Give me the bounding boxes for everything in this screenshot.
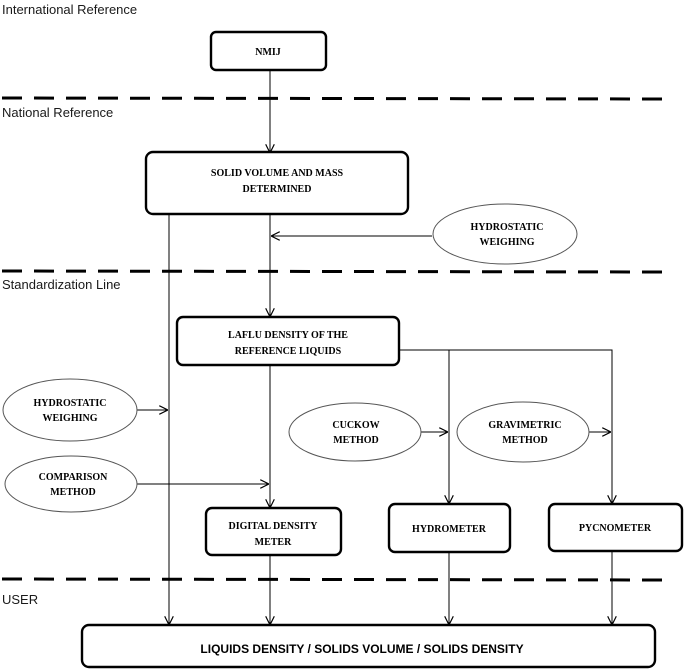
separator-national-standardization — [1, 269, 671, 274]
nmij-box: NMIJ — [209, 30, 328, 72]
digital-density-meter-label-line2: METER — [255, 537, 292, 548]
hydrometer-box: HYDROMETER — [387, 502, 512, 554]
hydrostatic-weighing-oval-top-shape — [432, 203, 578, 265]
result-box-label: LIQUIDS DENSITY / SOLIDS VOLUME / SOLIDS… — [200, 642, 523, 656]
pycnometer-box-shape — [547, 502, 684, 553]
gravimetric-method-line2: METHOD — [502, 435, 548, 446]
comparison-method-line2: METHOD — [50, 487, 96, 498]
hydrostatic-weighing-top-line1: HYDROSTATIC — [471, 222, 544, 233]
solid-volume-mass-box-shape — [144, 150, 410, 216]
comparison-method-oval-shape — [4, 455, 138, 513]
hydrostatic-weighing-oval-left: HYDROSTATIC WEIGHING — [2, 378, 138, 442]
nmij-box-label: NMIJ — [255, 47, 281, 58]
cuckow-method-oval: CUCKOW METHOD — [288, 402, 422, 462]
separator-standardization-user — [1, 577, 671, 582]
result-box-shape — [80, 623, 657, 669]
level-international-label: International Reference — [2, 2, 137, 17]
cuckow-method-line2: METHOD — [333, 435, 379, 446]
hydrostatic-weighing-left-line2: WEIGHING — [42, 413, 97, 424]
gravimetric-method-oval: GRAVIMETRIC METHOD — [456, 401, 590, 463]
comparison-method-line1: COMPARISON — [39, 472, 108, 483]
cuckow-method-oval-shape — [288, 402, 422, 462]
pycnometer-box-label: PYCNOMETER — [579, 523, 652, 534]
digital-density-meter-box: DIGITAL DENSITY METER — [204, 506, 343, 557]
hydrostatic-weighing-oval-top: HYDROSTATIC WEIGHING — [432, 203, 578, 265]
laflu-density-label-line2: REFERENCE LIQUIDS — [235, 346, 342, 357]
laflu-density-label-line1: LAFLU DENSITY OF THE — [228, 330, 348, 341]
separator-international-national — [1, 96, 671, 101]
gravimetric-method-line1: GRAVIMETRIC — [488, 420, 561, 431]
level-standardization-label: Standardization Line — [2, 277, 121, 292]
line-laflu-to-pycnometer — [400, 349, 612, 503]
hydrostatic-weighing-left-line1: HYDROSTATIC — [34, 398, 107, 409]
level-national-label: National Reference — [2, 105, 113, 120]
hydrostatic-weighing-top-line2: WEIGHING — [479, 237, 534, 248]
solid-volume-mass-label-line1: SOLID VOLUME AND MASS — [211, 168, 344, 179]
hydrostatic-weighing-oval-left-shape — [2, 378, 138, 442]
cuckow-method-line1: CUCKOW — [332, 420, 379, 431]
digital-density-meter-label-line1: DIGITAL DENSITY — [228, 521, 318, 532]
level-user-label: USER — [2, 592, 38, 607]
laflu-density-box-shape — [175, 315, 401, 367]
solid-volume-mass-label-line2: DETERMINED — [243, 184, 312, 195]
hydrometer-box-label: HYDROMETER — [412, 524, 487, 535]
digital-density-meter-box-shape — [204, 506, 343, 557]
comparison-method-oval: COMPARISON METHOD — [4, 455, 138, 513]
pycnometer-box: PYCNOMETER — [547, 502, 684, 553]
result-box: LIQUIDS DENSITY / SOLIDS VOLUME / SOLIDS… — [80, 623, 657, 669]
laflu-density-box: LAFLU DENSITY OF THE REFERENCE LIQUIDS — [175, 315, 401, 367]
solid-volume-mass-box: SOLID VOLUME AND MASS DETERMINED — [144, 150, 410, 216]
hydrometer-box-shape — [387, 502, 512, 554]
nmij-box-shape — [209, 30, 328, 72]
gravimetric-method-oval-shape — [456, 401, 590, 463]
